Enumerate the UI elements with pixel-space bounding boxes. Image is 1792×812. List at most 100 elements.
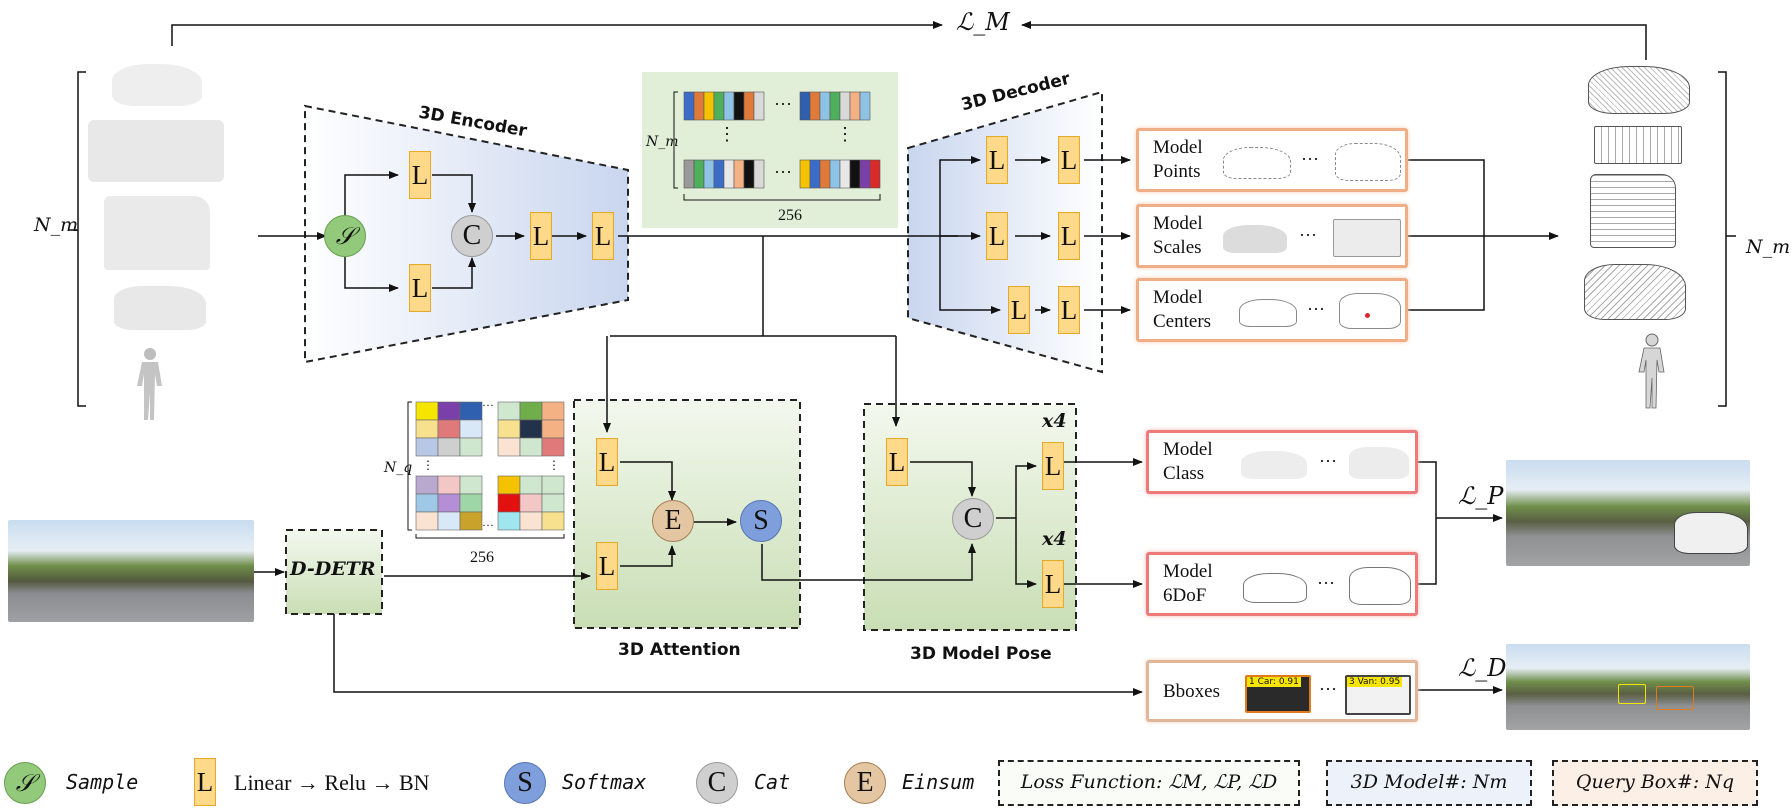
points-car-thumb (1223, 147, 1291, 179)
legend-cat-icon: C (696, 762, 738, 804)
bbox-car-tag: 1 Car: 0.91 (1247, 677, 1301, 687)
centers-car-thumb (1239, 299, 1297, 327)
bbox-car-thumb: 1 Car: 0.91 (1245, 675, 1311, 713)
decoder-linear-3b: L (1058, 286, 1080, 334)
pose-cat-node: C (952, 498, 994, 540)
model-centers-line2: Centers (1153, 311, 1212, 332)
decoder-linear-2a: L (986, 212, 1008, 260)
encoder-linear-bottom: L (409, 264, 431, 312)
scales-ellipsis: ··· (1299, 225, 1317, 245)
legend-sample-text: Sample (66, 770, 139, 794)
legend-loss-box: Loss Function: ℒM, ℒP, ℒD (998, 760, 1300, 806)
model-scales-line2: Scales (1153, 237, 1202, 258)
attention-title: 3D Attention (618, 640, 741, 660)
human-mesh-thumb (1638, 333, 1665, 409)
query-vdots-left: ⋮ (422, 458, 434, 472)
scales-car-thumb (1223, 225, 1287, 253)
bus-mesh-thumb (1594, 126, 1682, 164)
x4-top-label: x4 (1042, 410, 1067, 432)
bus-model-thumb (88, 120, 224, 182)
van-mesh-thumb (1584, 264, 1686, 320)
model-class-box: Model Class ··· (1146, 430, 1418, 494)
ddetr-label: D-DETR (290, 558, 376, 580)
class-ellipsis: ··· (1319, 451, 1337, 471)
encoder-linear-top: L (409, 151, 431, 199)
legend-model-count-box: 3D Model#: Nm (1326, 760, 1532, 806)
points-ellipsis: ··· (1301, 149, 1319, 169)
legend-cat-text: Cat (754, 770, 791, 794)
bbox-van-thumb: 3 Van: 0.95 (1345, 675, 1411, 715)
class-van-thumb (1349, 447, 1409, 479)
encoder-cat-node: C (451, 215, 493, 257)
model-class-line2: Class (1163, 463, 1205, 484)
pose-overlay-car (1674, 512, 1748, 554)
loss-lp-label: ℒ_P (1458, 482, 1504, 510)
query-feature-matrix (407, 401, 565, 539)
legend-einsum-icon: E (844, 762, 886, 804)
legend-softmax-icon: S (504, 762, 546, 804)
nq-matrix-label: N_q (384, 460, 413, 476)
model-scales-box: Model Scales ··· (1136, 204, 1408, 268)
center-point-marker (1365, 313, 1370, 318)
pose-title: 3D Model Pose (910, 644, 1052, 664)
encoder-linear-4: L (592, 212, 614, 260)
truck-model-thumb (104, 196, 210, 270)
points-van-thumb (1335, 143, 1401, 181)
x4-bottom-label: x4 (1042, 528, 1067, 550)
decoder-linear-1b: L (1058, 136, 1080, 184)
bbox-van-tag: 3 Van: 0.95 (1347, 677, 1403, 687)
legend-softmax-text: Softmax (562, 770, 647, 794)
pose-linear-6dof: L (1042, 560, 1064, 608)
ddetr-panel (285, 529, 383, 615)
loss-lm-label: ℒ_M (956, 8, 1010, 36)
class-car-thumb (1241, 451, 1307, 479)
feature-matrix-cells (673, 91, 881, 201)
pose-result-image (1506, 460, 1750, 566)
van-model-thumb (114, 286, 206, 330)
sample-node: 𝒮 (324, 215, 366, 257)
softmax-node: S (740, 500, 782, 542)
legend-sample-icon: 𝒮 (4, 762, 46, 804)
model-centers-box: Model Centers ··· (1136, 278, 1408, 342)
query-hdots-top: ··· (482, 398, 494, 412)
input-street-image (8, 520, 254, 622)
encoder-linear-3: L (530, 212, 552, 260)
decoder-linear-2b: L (1058, 212, 1080, 260)
legend-linear-text: Linear → Relu → BN (234, 770, 430, 795)
truck-mesh-thumb (1590, 174, 1676, 248)
query-hdots-bottom: ··· (482, 518, 494, 532)
model-6dof-line1: Model (1163, 561, 1213, 582)
query-dim-label: 256 (470, 549, 494, 566)
bbox-ellipsis: ··· (1319, 679, 1337, 699)
decoder-linear-1a: L (986, 136, 1008, 184)
bboxes-label: Bboxes (1163, 681, 1220, 702)
pose-linear-class: L (1042, 442, 1064, 490)
6dof-ellipsis: ··· (1317, 573, 1335, 593)
model-6dof-box: Model 6DoF ··· (1146, 552, 1418, 616)
matrix-hdots-top: ··· (774, 94, 792, 114)
einsum-node: E (652, 500, 694, 542)
bbox-overlay-2 (1656, 686, 1694, 710)
legend-query-count-box: Query Box#: Nq (1552, 760, 1758, 806)
bbox-overlay-1 (1618, 684, 1646, 704)
nm-matrix-label: N_m (646, 134, 679, 150)
bbox-result-image (1506, 644, 1750, 730)
human-model-thumb (137, 348, 162, 420)
matrix-hdots-bottom: ··· (774, 162, 792, 182)
matrix-vdots-left: ⋮ (718, 124, 736, 144)
scales-van-thumb (1333, 219, 1401, 257)
model-class-line1: Model (1163, 439, 1213, 460)
centers-van-thumb (1339, 293, 1401, 329)
nm-right-label: N_m (1746, 236, 1791, 258)
model-centers-line1: Model (1153, 287, 1203, 308)
query-vdots-right: ⋮ (548, 458, 560, 472)
attention-linear-bottom: L (596, 542, 618, 590)
matrix-vdots-right: ⋮ (836, 124, 854, 144)
loss-ld-label: ℒ_D (1458, 654, 1507, 682)
attention-linear-top: L (596, 438, 618, 486)
model-6dof-line2: 6DoF (1163, 585, 1207, 606)
model-points-box: Model Points ··· (1136, 128, 1408, 192)
model-points-line1: Model (1153, 137, 1203, 158)
pose-linear-input: L (886, 438, 908, 486)
